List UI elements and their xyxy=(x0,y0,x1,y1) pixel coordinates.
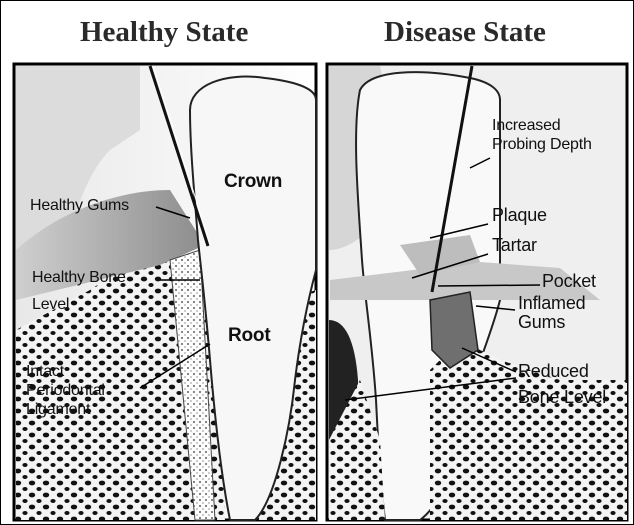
label-pocket: Pocket xyxy=(542,272,596,291)
label-ligament-line3: Ligament xyxy=(26,400,105,419)
label-healthy-gums: Healthy Gums xyxy=(30,196,129,215)
label-inflamed-gums: Inflamed Gums xyxy=(518,294,585,332)
label-ligament-line1: Intact xyxy=(26,362,105,381)
label-plaque: Plaque xyxy=(492,206,547,225)
label-intact-periodontal-ligament: Intact Periodontal Ligament xyxy=(26,362,105,419)
label-reduced-line2: Bone Level xyxy=(518,384,606,410)
label-increased-probing-depth: Increased Probing Depth xyxy=(492,116,592,154)
label-root: Root xyxy=(228,326,270,345)
label-ligament-line2: Periodontal xyxy=(26,381,105,400)
label-tartar: Tartar xyxy=(492,236,537,255)
label-crown: Crown xyxy=(224,172,282,191)
label-inflamed-line2: Gums xyxy=(518,313,585,332)
label-probing-line1: Increased xyxy=(492,116,592,135)
label-healthy-bone-line1: Healthy Bone xyxy=(32,268,126,287)
label-reduced-line1: Reduced xyxy=(518,358,606,384)
label-healthy-bone-line2: Level xyxy=(32,295,126,314)
label-reduced-bone-level: Reduced Bone Level xyxy=(518,358,606,410)
label-healthy-bone-level: Healthy Bone Level xyxy=(32,268,126,314)
label-probing-line2: Probing Depth xyxy=(492,135,592,154)
label-inflamed-line1: Inflamed xyxy=(518,294,585,313)
